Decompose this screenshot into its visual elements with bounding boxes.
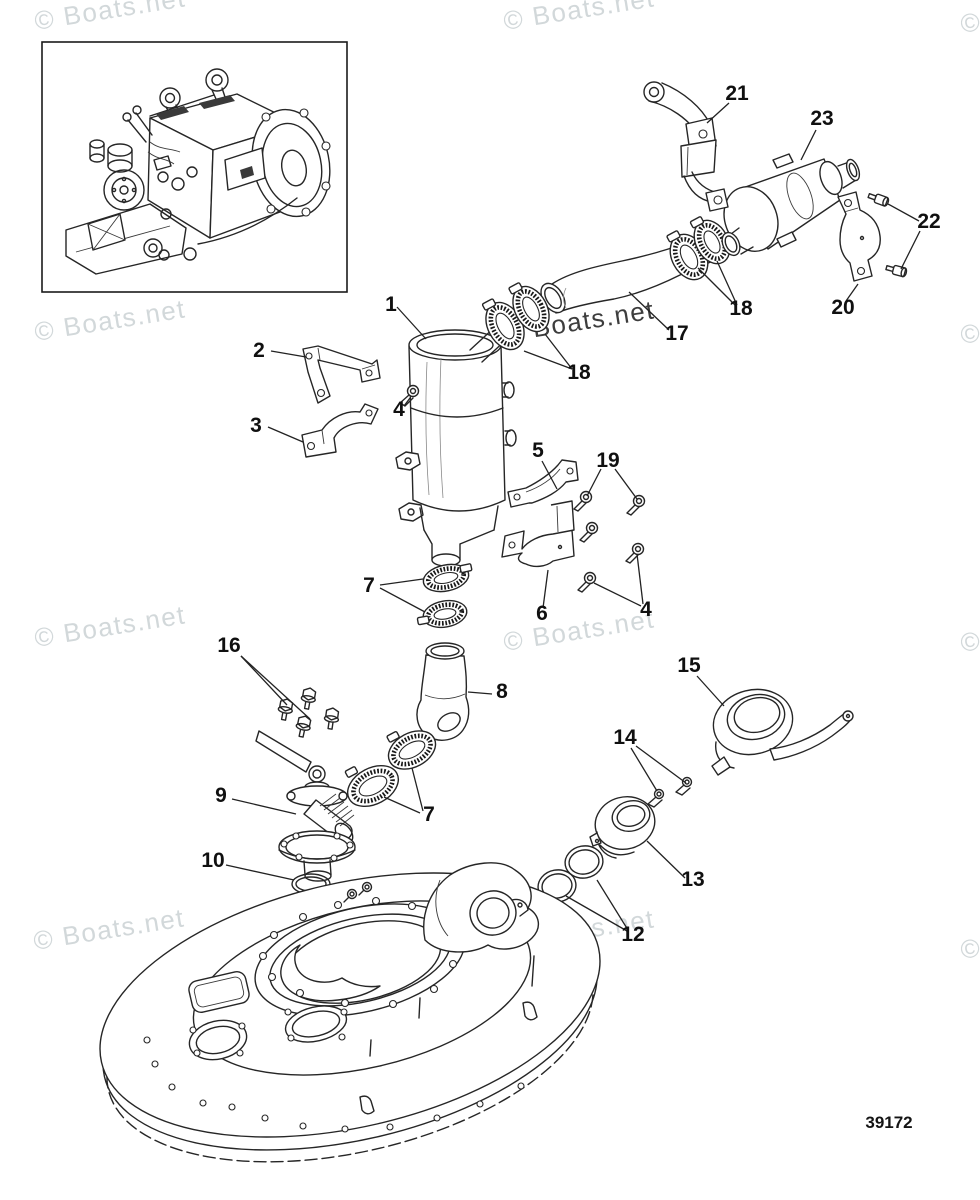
bolts-19-and-4 (573, 490, 646, 593)
leader-line-17 (628, 291, 670, 331)
callout-8: 8 (496, 680, 508, 703)
leader-line-22 (900, 230, 921, 270)
callout-16: 16 (217, 634, 240, 657)
engine-inset (41, 41, 348, 293)
callout-1: 1 (385, 293, 397, 316)
leader-line-5 (541, 460, 558, 490)
callout-14: 14 (613, 726, 637, 749)
leader-line-8 (467, 691, 493, 695)
leader-line-19 (614, 468, 638, 500)
leader-line-23 (800, 129, 817, 161)
callout-7: 7 (423, 803, 435, 826)
callout-6: 6 (536, 602, 548, 625)
leader-line-21 (706, 102, 730, 124)
callout-23: 23 (810, 107, 833, 130)
leader-line-10 (225, 864, 295, 881)
watermark: © Boats.net (32, 599, 188, 653)
callout-3: 3 (250, 414, 262, 437)
leader-line-7 (383, 796, 421, 814)
leader-line-14 (630, 747, 658, 792)
callout-4: 4 (640, 598, 652, 621)
leader-line-15 (696, 675, 725, 707)
leader-line-4 (403, 397, 411, 407)
leader-line-14 (635, 745, 687, 784)
leader-line-19 (586, 468, 602, 497)
leader-line-18 (544, 333, 573, 370)
bolt-4-left (399, 384, 420, 407)
part-20-bracket (837, 191, 881, 282)
leader-line-4 (593, 582, 642, 607)
leader-line-18 (523, 350, 573, 370)
clamps-7-upper (416, 563, 473, 629)
part-23-muffler (721, 153, 861, 257)
leader-line-16 (240, 655, 311, 720)
callout-15: 15 (677, 654, 701, 677)
leader-line-16 (240, 655, 288, 706)
callout-10: 10 (201, 849, 224, 872)
callout-12: 12 (621, 923, 644, 946)
callout-5: 5 (532, 439, 544, 462)
clamps-7-lower (344, 730, 437, 808)
watermark: © Boats.net (32, 0, 188, 36)
part-13-cap (589, 796, 656, 859)
leader-line-6 (542, 569, 549, 609)
part-3-bracket (301, 403, 379, 458)
leader-line-9 (231, 798, 297, 815)
callout-21: 21 (725, 82, 749, 105)
part-8-elbow (416, 642, 470, 741)
watermark: © Boats.net (958, 296, 980, 350)
callout-13: 13 (681, 868, 704, 891)
leader-line-2 (270, 350, 307, 358)
watermark: © Boats.net (958, 911, 980, 965)
leader-line-18 (716, 260, 738, 306)
leader-line-12 (596, 879, 629, 931)
part-15-fitting (711, 688, 854, 776)
callout-2: 2 (253, 339, 265, 362)
leader-line-4 (636, 553, 644, 605)
leader-line-3 (267, 426, 304, 443)
part-5-bracket (507, 459, 579, 508)
part-6-bracket (501, 500, 575, 568)
leader-line-7 (379, 587, 426, 613)
leader-line-13 (646, 840, 686, 879)
callout-18: 18 (567, 361, 591, 384)
watermark: © Boats.net (501, 603, 657, 657)
watermark: © Boats.net (501, 0, 657, 36)
callout-4: 4 (393, 398, 405, 421)
callout-19: 19 (596, 449, 619, 472)
part-2-bracket (302, 345, 381, 404)
callout-7: 7 (363, 574, 375, 597)
callout-22: 22 (917, 210, 940, 233)
callout-20: 20 (831, 296, 854, 319)
leader-line-12 (565, 895, 628, 932)
cover-plate (99, 862, 601, 1163)
bolts-14 (647, 776, 693, 808)
leader-line-7 (379, 578, 424, 586)
bolts-22 (867, 192, 908, 278)
leader-line-1 (396, 306, 427, 340)
watermark: © Boats.net (31, 902, 187, 956)
part-9-valve (255, 730, 356, 882)
part-1-heat-exchanger (395, 320, 517, 567)
callout-18: 18 (729, 297, 753, 320)
leader-line-18 (697, 267, 737, 307)
callout-17: 17 (665, 322, 688, 345)
bolts-16 (277, 687, 340, 738)
diagram-number: 39172 (865, 1113, 912, 1132)
clamps-18-left (481, 282, 550, 351)
clamps-18-right (666, 216, 731, 281)
part-21-bracket (643, 81, 729, 212)
leader-line-20 (845, 283, 859, 302)
watermark: © Boats.net (958, 0, 980, 39)
leader-line-7 (411, 767, 424, 812)
inset-engine-drawing (65, 68, 331, 275)
watermark: © Boats.net (958, 604, 980, 658)
leader-line-22 (887, 203, 920, 222)
callout-9: 9 (215, 784, 227, 807)
watermark: © Boats.net (32, 293, 188, 347)
